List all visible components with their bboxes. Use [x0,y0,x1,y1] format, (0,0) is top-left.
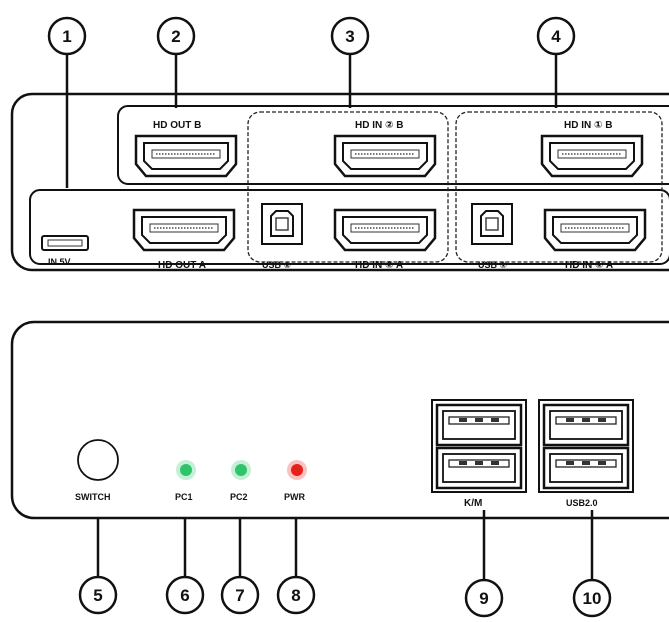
hd-in-1-group-outline [455,111,663,263]
usb-1-port[interactable] [471,203,513,245]
callout-10: 10 [583,589,602,608]
pc1-led [180,464,192,476]
hd-in-2-a-port[interactable] [333,208,437,252]
usb-2-port[interactable] [261,203,303,245]
callout-6: 6 [180,586,189,605]
in-5v-label: IN 5V [48,257,71,267]
hd-in-1-b-port[interactable] [540,134,644,178]
pc2-label: PC2 [230,492,248,502]
rear-panel: HD OUT B HD IN ② B HD IN ① B IN 5V HD OU… [10,92,669,272]
usb20-stack [538,399,634,493]
callout-3-circle [330,16,370,56]
callout-3: 3 [345,27,354,46]
usb20-port-bottom[interactable] [542,446,630,490]
pwr-label: PWR [284,492,305,502]
callout-5-circle [78,575,118,615]
hd-out-b-port[interactable] [134,134,238,178]
front-panel: SWITCH PC1 PC2 PWR K/M USB2.0 [10,320,669,520]
callout-9: 9 [479,589,488,608]
callouts: 1 2 3 4 5 6 7 8 9 10 [47,16,612,618]
hd-in-1-a-label: HD IN ① A [565,260,613,271]
hd-in-2-b-port[interactable] [333,134,437,178]
callout-8-circle [276,575,316,615]
callout-10-circle [572,578,612,618]
leader-lines [65,55,594,582]
hd-in-2-group-outline [247,111,449,263]
km-usb-port-top[interactable] [435,403,523,447]
callout-1-circle [47,16,87,56]
hd-out-a-port[interactable] [132,208,236,252]
callout-4: 4 [551,27,561,46]
callout-8: 8 [291,586,300,605]
callout-9-circle [464,578,504,618]
hd-in-2-b-label: HD IN ② B [355,120,403,131]
usb-1-label: USB ① [478,260,507,270]
hd-out-a-label: HD OUT A [158,260,206,271]
callout-7: 7 [235,586,244,605]
callout-6-circle [165,575,205,615]
callout-1: 1 [62,27,71,46]
pwr-led [291,464,303,476]
switch-button[interactable] [77,439,119,481]
micro-usb-power-port[interactable] [41,235,89,251]
usb20-label: USB2.0 [566,498,598,508]
callout-2-circle [156,16,196,56]
usb20-port-top[interactable] [542,403,630,447]
hd-out-b-label: HD OUT B [153,120,201,131]
switch-label: SWITCH [75,492,111,502]
pc2-led [235,464,247,476]
hd-in-2-a-label: HD IN ② A [355,260,403,271]
pc1-label: PC1 [175,492,193,502]
km-usb-stack [431,399,527,493]
hd-in-1-b-label: HD IN ① B [564,120,612,131]
usb-2-label: USB ② [262,260,291,270]
callout-2: 2 [171,27,180,46]
callout-7-circle [220,575,260,615]
callout-5: 5 [93,586,102,605]
hd-in-1-a-port[interactable] [543,208,647,252]
callout-4-circle [536,16,576,56]
km-usb-port-bottom[interactable] [435,446,523,490]
km-label: K/M [464,498,482,509]
